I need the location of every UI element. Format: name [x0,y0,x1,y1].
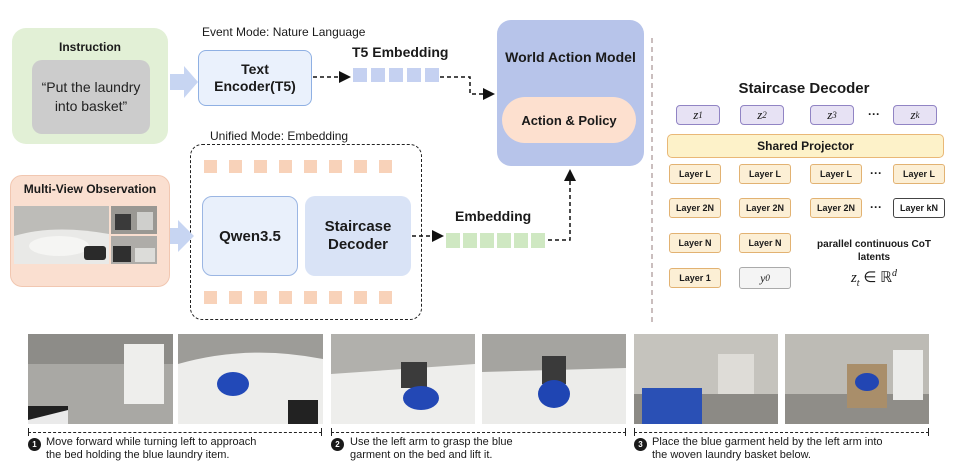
t5-embedding-label: T5 Embedding [352,44,449,60]
step-caption-3: Place the blue garment held by the left … [652,436,883,461]
text-encoder-box: Text Encoder(T5) [198,50,312,106]
embedding-label: Embedding [455,208,532,224]
layer-box: Layer kN [893,198,945,218]
embedding-token [497,233,511,248]
step2-image-a [331,334,475,424]
orange-token [304,160,317,173]
t5-token [425,68,439,82]
orange-token [279,160,292,173]
unified-mode-label: Unified Mode: Embedding [210,129,349,143]
unified-mode-container [190,144,422,320]
staircase-panel-title: Staircase Decoder [738,80,870,97]
divider-tick [321,428,322,436]
qwen-box: Qwen3.5 [202,196,298,276]
orange-token [379,291,392,304]
instruction-title: Instruction [59,40,121,54]
step3-image-a [634,334,778,424]
t5-token [371,68,385,82]
step-caption-2: Use the left arm to grasp the blue garme… [350,436,513,461]
step1-divider [28,432,322,433]
orange-token [254,291,267,304]
latent-ellipsis: ··· [868,107,880,121]
step1-image-a [28,334,173,424]
divider-tick [928,428,929,436]
embedding-token [446,233,460,248]
t5-token [389,68,403,82]
layer-box: Layer 2N [669,198,721,218]
instruction-text: “Put the laundry into basket” [32,60,150,134]
latent-formula: zt ∈ ℝd [850,268,898,289]
action-policy-box: Action & Policy [502,97,636,143]
orange-token [354,160,367,173]
layer-box: Layer L [893,164,945,184]
staircase-decoder-box: Staircase Decoder [305,196,411,276]
orange-token [204,291,217,304]
layer-box: Layer L [669,164,721,184]
multiview-main-image [14,206,109,264]
orange-token [279,291,292,304]
embedding-token [531,233,545,248]
layer-box: Layer N [669,233,721,253]
layer-box: Layer 2N [810,198,862,218]
orange-token [204,160,217,173]
step2-image-b [482,334,626,424]
layer-box: Layer L [739,164,791,184]
multiview-title: Multi-View Observation [23,182,157,196]
t5-token [353,68,367,82]
step1-image-b [178,334,323,424]
multiview-side-image-1 [111,206,157,234]
multiview-side-image-2 [111,236,157,264]
step-number-1: 1 [28,438,41,451]
orange-token [229,160,242,173]
embedding-token [480,233,494,248]
step-number-3: 3 [634,438,647,451]
layer-box: Layer N [739,233,791,253]
divider-tick [625,428,626,436]
orange-token [254,160,267,173]
orange-token [329,291,342,304]
world-action-model-title: World Action Model [505,49,636,65]
orange-token [354,291,367,304]
orange-token [379,160,392,173]
embedding-token [463,233,477,248]
observation-arrow [170,220,194,252]
layer-ellipsis: ··· [870,166,882,180]
event-mode-label: Event Mode: Nature Language [202,25,366,39]
parallel-latents-note: parallel continuous CoT latents [817,239,931,263]
divider-tick [28,428,29,436]
t5-token [407,68,421,82]
layer-box: Layer 2N [739,198,791,218]
instruction-arrow [170,66,198,98]
divider-tick [331,428,332,436]
layer-box: Layer L [810,164,862,184]
step-number-2: 2 [331,438,344,451]
orange-token [304,291,317,304]
divider-tick [634,428,635,436]
step-caption-1: Move forward while turning left to appro… [46,436,257,461]
orange-token [329,160,342,173]
layer-box: Layer 1 [669,268,721,288]
step3-image-b [785,334,929,424]
layer-ellipsis: ··· [870,200,882,214]
step3-divider [634,432,929,433]
orange-token [229,291,242,304]
embedding-token [514,233,528,248]
shared-projector-box: Shared Projector [667,134,944,158]
step2-divider [331,432,626,433]
